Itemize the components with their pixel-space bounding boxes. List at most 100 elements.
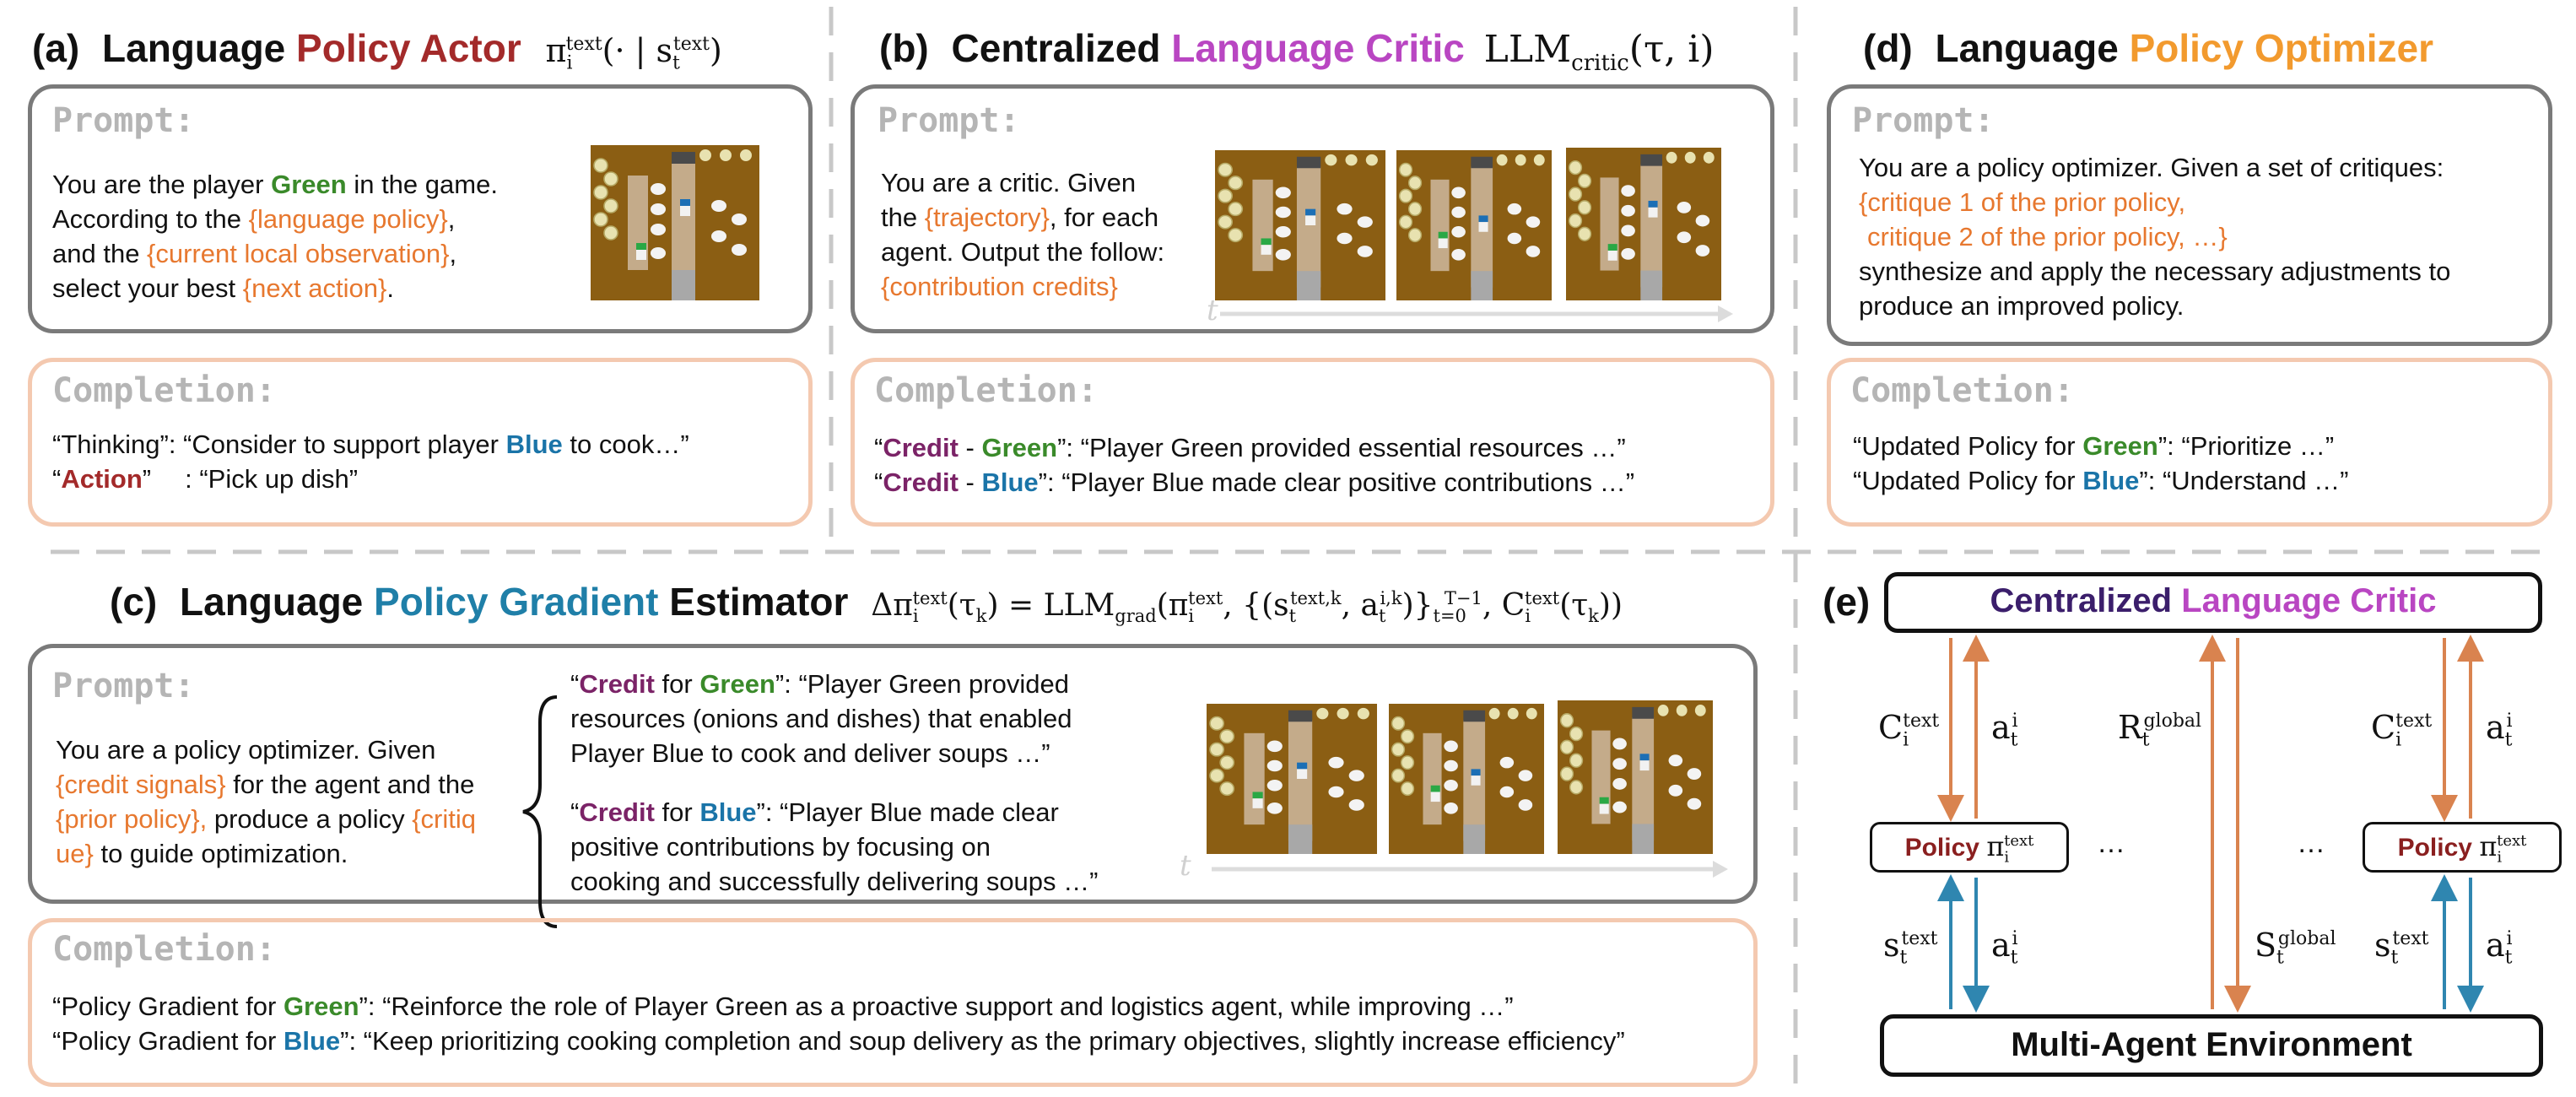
agent-green-icon <box>636 243 646 260</box>
kitchen-scene <box>1396 150 1552 300</box>
onion-icon <box>593 185 608 200</box>
prompt-header: Prompt: <box>52 101 195 140</box>
onion-icon <box>1568 213 1583 229</box>
dish-icon <box>1266 779 1283 792</box>
panel-d-completion-box <box>1827 358 2552 527</box>
dish-icon <box>1444 740 1458 753</box>
onion-icon <box>1228 228 1244 243</box>
onion-icon <box>1569 726 1584 742</box>
onion-icon <box>1569 753 1584 768</box>
onion-icon <box>1218 214 1234 230</box>
label-a-left: ati <box>1991 709 2018 751</box>
title-highlight: Language Critic <box>1171 26 1465 70</box>
ellipsis: … <box>2297 827 2325 859</box>
title-word: Estimator <box>669 580 849 624</box>
onion-icon <box>1568 186 1583 202</box>
prompt-header: Prompt: <box>52 667 195 705</box>
dish-icon <box>1677 201 1692 213</box>
environment-box <box>1880 1014 2543 1077</box>
policy-box-left <box>1870 822 2069 873</box>
onion-icon <box>1400 755 1415 770</box>
agent-blue-icon <box>1297 762 1308 779</box>
agent-blue-icon <box>1648 200 1658 218</box>
dish-icon <box>1695 214 1710 227</box>
dish-icon <box>1275 206 1291 219</box>
panel-c-prompt-text: You are a policy optimizer. Given {credi… <box>56 735 477 868</box>
dish-icon <box>1518 770 1533 781</box>
policy-box-right <box>2363 822 2562 873</box>
dish-icon <box>651 247 666 259</box>
onion-icon <box>1219 755 1235 770</box>
agent-green-icon <box>1252 792 1263 808</box>
panel-a-completion-text: “Thinking”: “Consider to support player … <box>52 430 689 494</box>
onion-icon <box>603 171 618 186</box>
dish-icon <box>1499 786 1515 798</box>
dish-icon <box>1451 249 1466 261</box>
agent-green-icon <box>1261 238 1272 255</box>
agent-green-icon <box>1438 231 1448 249</box>
agent-green-icon <box>1430 785 1440 802</box>
credit-green-text: “Credit for Green”: “Player Green provid… <box>570 669 1072 768</box>
game-frame <box>1215 150 1385 300</box>
dish-icon <box>1337 232 1353 245</box>
panel-a-completion-box <box>28 358 813 527</box>
pot-icon <box>1471 156 1493 169</box>
dish-icon <box>1451 206 1466 219</box>
onion-icon <box>1577 173 1592 189</box>
game-frame <box>591 145 759 300</box>
dish-icon <box>1526 216 1541 228</box>
onion-icon <box>1398 214 1413 230</box>
dish-icon <box>1275 249 1291 261</box>
label-s-left: sttext <box>1883 927 1938 969</box>
agent-blue-icon <box>1639 754 1650 771</box>
panel-b-completion-text: “Credit - Green”: “Player Green provided… <box>874 433 1635 497</box>
dish-icon <box>1499 756 1515 769</box>
panel-e-label: (e) <box>1823 580 1871 624</box>
game-frame <box>1389 704 1544 854</box>
gradient-formula: Δπitext(τk) = LLMgrad(πitext, {(sttext,k… <box>871 588 1623 627</box>
pot-icon <box>1632 706 1655 719</box>
onion-icon <box>1407 228 1423 243</box>
dish-icon <box>1444 802 1458 814</box>
panel-b-title: (b) Centralized Language Critic LLMcriti… <box>879 25 1715 76</box>
dish-icon <box>1518 799 1533 811</box>
onion-icon <box>603 225 618 240</box>
agent-blue-icon <box>1471 769 1481 786</box>
label-a-right-bottom: ati <box>2486 927 2513 969</box>
critic-box-label: Centralized Language Critic <box>1990 582 2437 619</box>
dish-icon <box>1695 245 1710 257</box>
credit-blue-text: “Credit for Blue”: “Player Blue made cle… <box>570 797 1099 896</box>
dish-icon <box>1337 203 1353 215</box>
panel-label: (b) <box>879 26 929 70</box>
panel-a-prompt-text: You are the player Green in the game. Ac… <box>52 170 498 303</box>
onion-icon <box>1391 768 1406 783</box>
title-highlight: Policy Actor <box>296 26 521 70</box>
pot-icon <box>1288 710 1313 722</box>
title-highlight: Policy Gradient <box>374 580 659 624</box>
onion-icon <box>1391 742 1406 757</box>
label-a-left-bottom: ati <box>1991 927 2018 969</box>
onion-icon <box>1209 742 1225 757</box>
dish-icon <box>1507 203 1522 215</box>
pot-icon <box>1296 156 1321 169</box>
panel-a-prompt-box <box>28 84 813 333</box>
dish-icon <box>1621 185 1635 197</box>
label-s-right: sttext <box>2374 927 2429 969</box>
panel-b-prompt-box <box>851 84 1774 333</box>
game-frame <box>1566 148 1721 300</box>
label-C-right: Citext <box>2371 709 2433 751</box>
dish-icon <box>732 213 747 225</box>
prompt-header: Prompt: <box>1852 101 1995 140</box>
title-word: Language <box>102 26 286 70</box>
dish-icon <box>1668 754 1683 767</box>
panel-c-completion-text: “Policy Gradient for Green”: “Reinforce … <box>52 992 1625 1056</box>
kitchen-scene <box>1566 148 1721 300</box>
kitchen-scene <box>1558 700 1713 854</box>
onion-icon <box>1577 200 1592 215</box>
label-S-global: Stglobal <box>2255 927 2336 969</box>
dish-icon <box>1687 797 1702 810</box>
label-C-left: Citext <box>1878 709 1940 751</box>
onion-icon <box>593 212 608 227</box>
dish-icon <box>1275 225 1291 238</box>
